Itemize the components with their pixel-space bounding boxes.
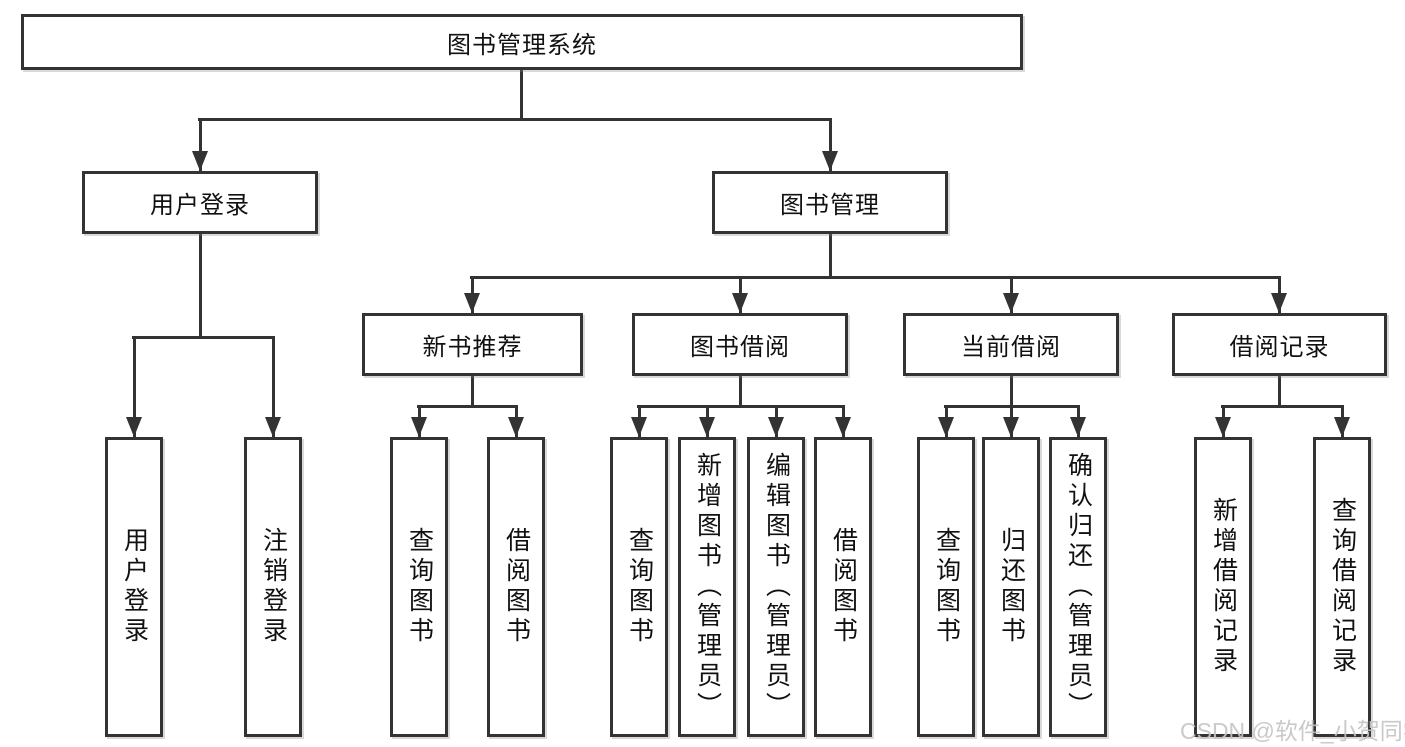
connector-user-login-bus [132,336,275,339]
leaf-current-confirm-return-admin-label: 确认归还（管理员） [1064,452,1093,722]
node-library-system-label: 图书管理系统 [447,31,597,59]
connector-drop-leaf [271,336,275,437]
connector-recommend-stem [470,376,474,407]
arrow-down-icon [1271,293,1287,313]
leaf-recommend-query-books: 查询图书 [390,437,448,737]
connector-borrowing-bus [637,405,845,408]
leaf-logout: 注销登录 [244,437,302,737]
leaf-borrowing-edit-books-admin: 编辑图书（管理员） [747,437,805,737]
node-current-borrowing: 当前借阅 [903,313,1119,376]
connector-root-stem [520,69,523,121]
leaf-user-login-label: 用户登录 [120,527,149,647]
arrow-down-icon [1003,293,1019,313]
arrow-down-icon [265,417,281,437]
node-new-book-recommend: 新书推荐 [362,313,583,376]
connector-drop-user-login [198,118,202,171]
node-book-management: 图书管理 [712,171,948,234]
node-user-login: 用户登录 [82,171,318,234]
node-book-borrowing: 图书借阅 [632,313,848,376]
leaf-borrowing-borrow-books: 借阅图书 [814,437,872,737]
leaf-borrowing-add-books-admin: 新增图书（管理员） [678,437,736,737]
arrow-down-icon [699,417,715,437]
node-user-login-label: 用户登录 [150,192,250,219]
leaf-borrowing-query-books-label: 查询图书 [625,527,654,647]
leaf-records-query-record: 查询借阅记录 [1313,437,1371,737]
arrow-down-icon [508,417,524,437]
csdn-watermark: CSDN @软件_小贺同学 [1180,718,1405,744]
leaf-recommend-borrow-books-label: 借阅图书 [502,527,531,647]
arrow-down-icon [631,417,647,437]
leaf-records-add-record-label: 新增借阅记录 [1209,497,1238,677]
arrow-down-icon [938,417,954,437]
arrow-down-icon [732,293,748,313]
connector-records-stem [1277,376,1281,407]
arrow-down-icon [192,151,208,171]
arrow-down-icon [835,417,851,437]
node-new-book-recommend-label: 新书推荐 [422,334,523,361]
leaf-current-query-books-label: 查询图书 [932,527,961,647]
leaf-recommend-borrow-books: 借阅图书 [487,437,545,737]
connector-drop-leaf [132,336,136,437]
leaf-records-add-record: 新增借阅记录 [1194,437,1252,737]
node-book-management-label: 图书管理 [780,192,880,219]
connector-records-bus [1221,405,1344,408]
leaf-borrowing-borrow-books-label: 借阅图书 [829,527,858,647]
leaf-logout-label: 注销登录 [259,527,288,647]
arrow-down-icon [1334,417,1350,437]
leaf-recommend-query-books-label: 查询图书 [405,527,434,647]
arrow-down-icon [126,417,142,437]
connector-user-login-stem [198,234,202,338]
leaf-current-return-books-label: 归还图书 [997,527,1026,647]
arrow-down-icon [1003,417,1019,437]
leaf-current-confirm-return-admin: 确认归还（管理员） [1049,437,1107,737]
arrow-down-icon [768,417,784,437]
arrow-down-icon [1215,417,1231,437]
leaf-current-query-books: 查询图书 [917,437,975,737]
leaf-borrowing-edit-books-admin-label: 编辑图书（管理员） [762,452,791,722]
node-library-system: 图书管理系统 [21,14,1023,70]
arrow-down-icon [822,151,838,171]
connector-drop-book-management [828,118,832,171]
arrow-down-icon [411,417,427,437]
leaf-records-query-record-label: 查询借阅记录 [1328,497,1357,677]
connector-root-bus [198,118,832,121]
leaf-borrowing-add-books-admin-label: 新增图书（管理员） [693,452,722,722]
arrow-down-icon [464,293,480,313]
arrow-down-icon [1070,417,1086,437]
node-book-borrowing-label: 图书借阅 [690,334,790,361]
node-borrowing-records: 借阅记录 [1172,313,1387,376]
connector-level3-bus [470,276,1280,279]
leaf-current-return-books: 归还图书 [982,437,1040,737]
node-borrowing-records-label: 借阅记录 [1229,334,1330,361]
leaf-user-login: 用户登录 [105,437,163,737]
connector-current-stem [1009,376,1013,407]
connector-borrowing-stem [738,376,742,407]
leaf-borrowing-query-books: 查询图书 [610,437,668,737]
connector-recommend-bus [417,405,518,408]
node-current-borrowing-label: 当前借阅 [961,334,1061,361]
connector-book-management-stem [828,234,832,279]
